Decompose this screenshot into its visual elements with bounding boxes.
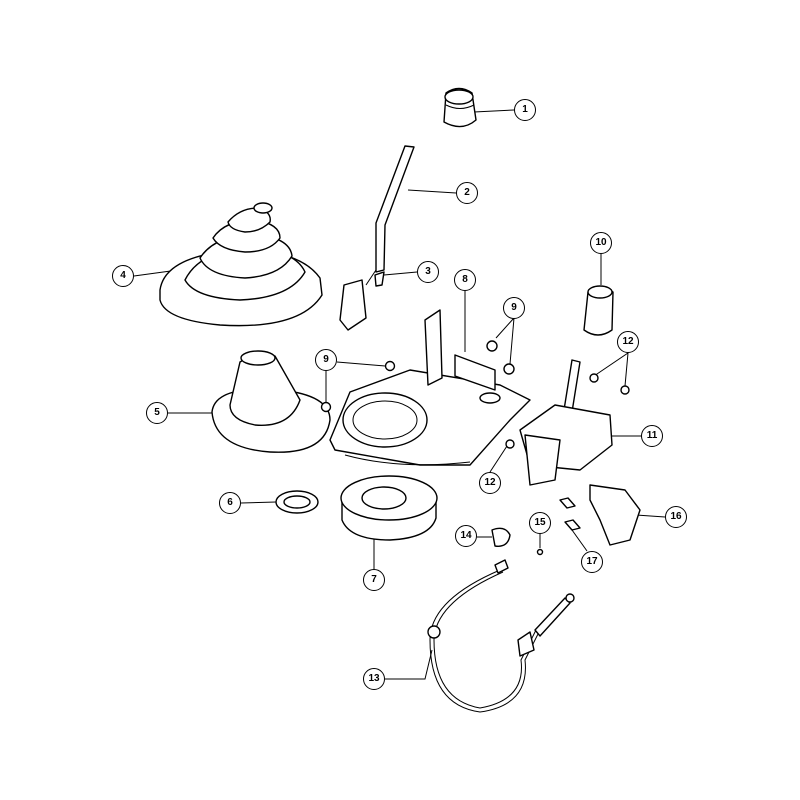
boot-retainer-part [340, 475, 438, 541]
callout-12-right[interactable]: 12 [617, 331, 639, 353]
callout-4[interactable]: 4 [112, 265, 134, 287]
nuts [320, 340, 630, 449]
callout-10[interactable]: 10 [590, 232, 612, 254]
callout-7[interactable]: 7 [363, 569, 385, 591]
auto-shift-knob-part [583, 285, 614, 336]
callout-8[interactable]: 8 [454, 269, 476, 291]
callout-5[interactable]: 5 [146, 402, 168, 424]
outer-boot-part [159, 202, 323, 327]
callout-9-right[interactable]: 9 [503, 297, 525, 319]
callout-1[interactable]: 1 [514, 99, 536, 121]
callout-3[interactable]: 3 [417, 261, 439, 283]
callout-2[interactable]: 2 [456, 182, 478, 204]
callout-14[interactable]: 14 [455, 525, 477, 547]
callout-16[interactable]: 16 [665, 506, 687, 528]
callout-17[interactable]: 17 [581, 551, 603, 573]
shift-lever-part [339, 145, 415, 331]
callout-9-left[interactable]: 9 [315, 349, 337, 371]
seal-ring-part [275, 490, 319, 514]
callout-11[interactable]: 11 [641, 425, 663, 447]
shift-cable-part [427, 559, 575, 713]
inner-boot-part [211, 350, 331, 453]
shift-knob-part [443, 87, 477, 128]
bolts [559, 497, 581, 531]
pin-part [536, 548, 544, 556]
shifter-bracket-part [329, 309, 531, 466]
callout-13[interactable]: 13 [363, 668, 385, 690]
cable-bracket-part [589, 484, 641, 546]
cable-clip-part [491, 527, 511, 547]
callout-15[interactable]: 15 [529, 512, 551, 534]
callout-6[interactable]: 6 [219, 492, 241, 514]
shifter-assembly-part [519, 359, 613, 486]
callout-12-bottom[interactable]: 12 [479, 472, 501, 494]
lever-pin-part [374, 271, 385, 287]
